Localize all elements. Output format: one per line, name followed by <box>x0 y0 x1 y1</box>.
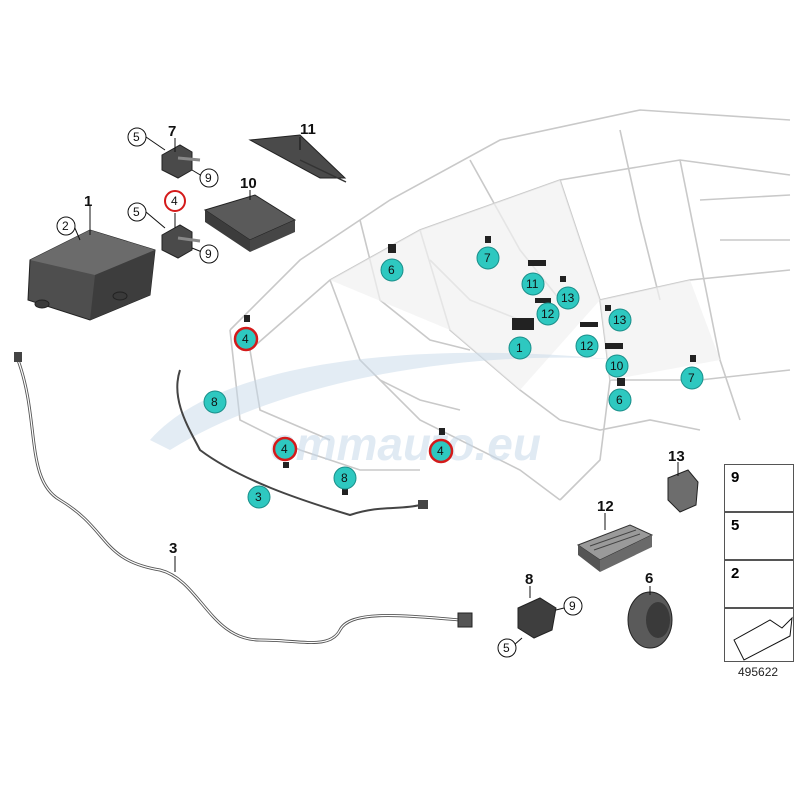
teal-callout-text: 6 7 11 13 12 13 1 12 10 7 6 8 3 8 4 4 4 <box>211 251 695 504</box>
callout-13-b: 13 <box>613 313 627 327</box>
callout-6-b: 6 <box>616 393 623 407</box>
callout-13-a: 13 <box>561 291 575 305</box>
installed-parts <box>211 236 696 495</box>
callout-6-a: 6 <box>388 263 395 277</box>
legend-item-2: 2 <box>724 560 794 608</box>
sensor-7-exploded <box>161 144 201 179</box>
legend-item-arrow <box>724 608 794 662</box>
teal-callouts <box>203 246 704 509</box>
label-4-highlight <box>164 190 186 212</box>
callout-4-b: 4 <box>281 442 288 456</box>
callout-8-b: 8 <box>341 471 348 485</box>
circle-label-text: 2 5 9 4 5 9 5 9 <box>62 130 576 655</box>
callout-4-c: 4 <box>437 444 444 458</box>
label-4-a: 4 <box>171 194 178 208</box>
callout-8-a: 8 <box>211 395 218 409</box>
label-10: 10 <box>240 175 257 192</box>
clip-13 <box>667 469 699 513</box>
control-module-1 <box>27 229 156 321</box>
sensor-4-exploded <box>161 224 201 259</box>
label-8: 8 <box>525 571 533 588</box>
label-11: 11 <box>300 121 316 138</box>
diagram-code: 495622 <box>738 665 779 679</box>
callout-7-a: 7 <box>484 251 491 265</box>
sensor-8 <box>517 597 557 639</box>
car-wire-harness <box>176 369 421 517</box>
plain-labels: 1 7 10 11 3 12 13 6 8 <box>84 121 685 588</box>
control-module-10 <box>203 194 297 252</box>
callout-10: 10 <box>610 359 624 373</box>
car-wire-connector <box>418 500 428 509</box>
callout-11: 11 <box>526 277 539 291</box>
callout-4-a: 4 <box>242 332 249 346</box>
wire-harness-3-inner <box>17 359 461 644</box>
connector-end-right <box>457 612 473 628</box>
label-5-c: 5 <box>503 641 510 655</box>
label-1: 1 <box>84 193 92 210</box>
legend-num-2: 2 <box>731 565 740 582</box>
connector-end-left <box>14 352 22 362</box>
legend-item-5: 5 <box>724 512 794 560</box>
label-12: 12 <box>597 498 614 515</box>
watermark: emmauto.eu <box>150 352 620 470</box>
callout-3: 3 <box>255 490 262 504</box>
bracket-12 <box>576 524 654 572</box>
label-9-b: 9 <box>205 247 212 261</box>
sensor-6 <box>627 591 673 649</box>
label-13: 13 <box>668 448 685 465</box>
label-9-c: 9 <box>569 599 576 613</box>
label-3: 3 <box>169 540 177 557</box>
label-9-a: 9 <box>205 171 212 185</box>
callout-12-a: 12 <box>541 307 555 321</box>
legend-num-5: 5 <box>731 517 740 534</box>
label-6: 6 <box>645 570 653 587</box>
label-5-b: 5 <box>133 205 140 219</box>
callout-1: 1 <box>516 341 523 355</box>
legend-item-9: 9 <box>724 464 794 512</box>
callout-12-b: 12 <box>580 339 594 353</box>
legend-num-9: 9 <box>731 469 740 486</box>
circle-labels <box>56 127 583 658</box>
label-2: 2 <box>62 219 69 233</box>
label-7: 7 <box>168 123 176 140</box>
callout-7-b: 7 <box>688 371 695 385</box>
leader-lines <box>73 136 679 646</box>
label-5-a: 5 <box>133 130 140 144</box>
bracket-11 <box>248 134 347 183</box>
watermark-text: emmauto.eu <box>270 418 541 470</box>
